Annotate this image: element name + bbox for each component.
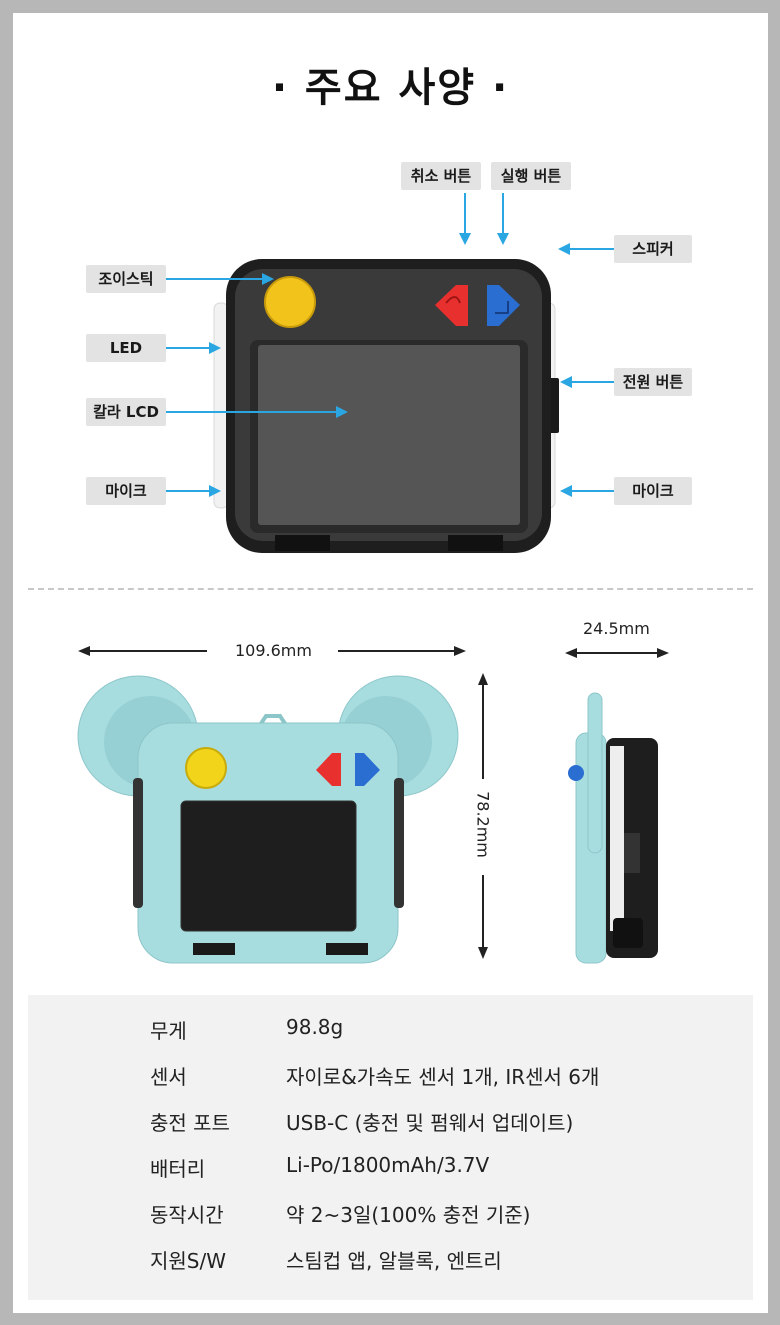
arrow-run — [502, 193, 504, 233]
spec-value: 자이로&가속도 센서 1개, IR센서 6개 — [286, 1065, 600, 1089]
arrow-lcd — [166, 411, 336, 413]
spec-row: 동작시간 약 2~3일(100% 충전 기준) — [28, 1199, 753, 1239]
spec-key: 충전 포트 — [150, 1111, 230, 1135]
spec-key: 지원S/W — [150, 1249, 227, 1273]
device-side-illustration — [568, 692, 658, 964]
spec-value: 스팀컵 앱, 알블록, 엔트리 — [286, 1249, 502, 1273]
height-dim-arrowheads — [478, 673, 488, 959]
spec-value: USB-C (충전 및 펌웨서 업데이트) — [286, 1111, 574, 1135]
page-title: · 주요 사양 · — [271, 65, 510, 111]
callout-run-button: 실행 버튼 — [491, 162, 571, 190]
depth-dim-line — [568, 652, 664, 654]
arrow-head-lcd — [336, 406, 348, 418]
width-dim-line-left — [85, 650, 207, 652]
spec-table: 무게 98.8g 센서 자이로&가속도 센서 1개, IR센서 6개 충전 포트… — [28, 995, 753, 1300]
arrow-led — [166, 347, 209, 349]
callout-cancel-button: 취소 버튼 — [401, 162, 481, 190]
spec-row: 충전 포트 USB-C (충전 및 펌웨서 업데이트) — [28, 1107, 753, 1147]
spec-row: 지원S/W 스팀컵 앱, 알블록, 엔트리 — [28, 1245, 753, 1285]
width-dim-line-right — [338, 650, 456, 652]
arrow-cancel — [464, 193, 466, 233]
width-dim-arrowheads — [78, 646, 466, 656]
arrow-speaker — [568, 248, 614, 250]
spec-key: 센서 — [150, 1065, 187, 1089]
callout-joystick: 조이스틱 — [86, 265, 166, 293]
spec-key: 무게 — [150, 1019, 187, 1043]
arrow-head-speaker — [558, 243, 570, 255]
arrow-power — [570, 381, 614, 383]
device-front-illustration — [213, 259, 559, 553]
height-dim-line-bottom — [482, 875, 484, 953]
callout-speaker: 스피커 — [614, 235, 692, 263]
depth-dimension: 24.5mm — [583, 619, 650, 638]
arrow-head-run — [497, 233, 509, 245]
arrow-head-power — [560, 376, 572, 388]
arrow-head-joystick — [262, 273, 274, 285]
height-dimension: 78.2mm — [473, 791, 493, 858]
arrow-head-led — [209, 342, 221, 354]
section-divider — [28, 588, 753, 590]
spec-row: 무게 98.8g — [28, 1015, 753, 1055]
arrow-joystick — [166, 278, 262, 280]
depth-dim-arrowheads — [565, 648, 669, 658]
callout-led: LED — [86, 334, 166, 362]
height-dim-line-top — [482, 679, 484, 779]
callout-power-button: 전원 버튼 — [614, 368, 692, 396]
spec-card: · 주요 사양 · 취소 버튼 실행 버튼 스피커 조이스틱 LED — [13, 13, 768, 1313]
spec-key: 배터리 — [150, 1157, 206, 1181]
callout-mic-right: 마이크 — [614, 477, 692, 505]
arrow-head-mic-right — [560, 485, 572, 497]
callout-color-lcd: 칼라 LCD — [86, 398, 166, 426]
arrow-head-mic-left — [209, 485, 221, 497]
arrow-mic-right — [570, 490, 614, 492]
spec-value: Li-Po/1800mAh/3.7V — [286, 1153, 490, 1177]
spec-key: 동작시간 — [150, 1203, 224, 1227]
spec-value: 약 2~3일(100% 충전 기준) — [286, 1203, 531, 1227]
arrow-mic-left — [166, 490, 209, 492]
width-dimension: 109.6mm — [235, 641, 312, 660]
callout-mic-left: 마이크 — [86, 477, 166, 505]
device-case-front-illustration — [77, 675, 459, 964]
arrow-head-cancel — [459, 233, 471, 245]
spec-value: 98.8g — [286, 1015, 344, 1039]
spec-row: 배터리 Li-Po/1800mAh/3.7V — [28, 1153, 753, 1193]
spec-row: 센서 자이로&가속도 센서 1개, IR센서 6개 — [28, 1061, 753, 1101]
